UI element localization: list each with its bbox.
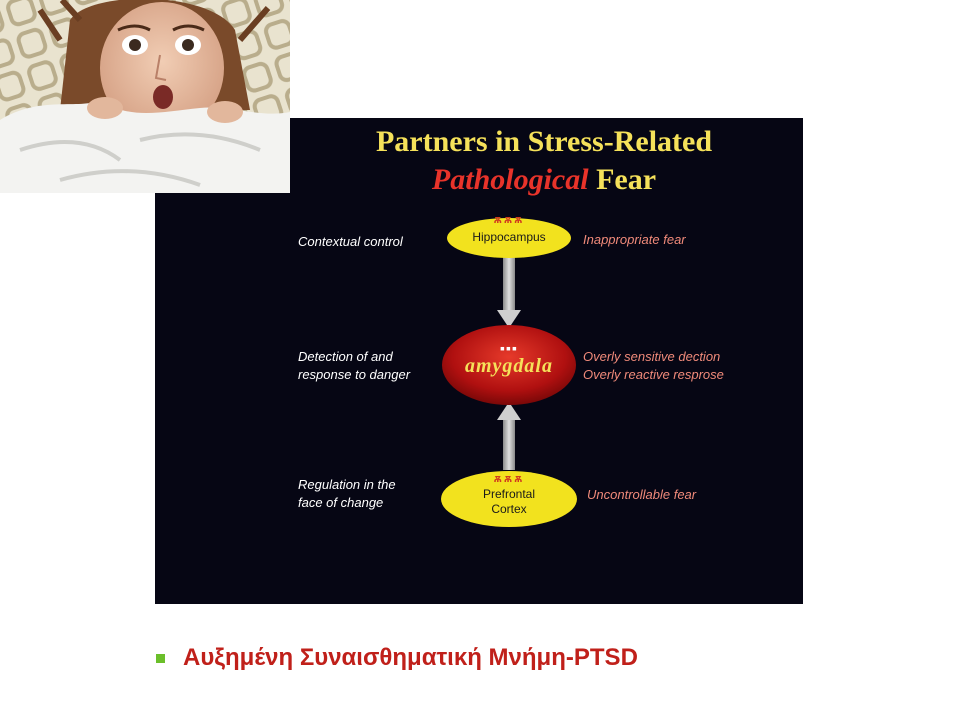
diagram-title-line2: Pathological Fear — [155, 163, 803, 197]
diagram-title-line1: Partners in Stress-Related — [375, 125, 713, 158]
prefrontal-cortex-label: Prefrontal Cortex — [482, 487, 536, 516]
diagram-shapes — [441, 218, 577, 527]
label-overly-sensitive: Overly sensitive dection Overly reactive… — [583, 349, 724, 382]
hippocampus-marks: ѫѫѫ — [493, 214, 525, 226]
arrowhead-down — [497, 310, 521, 328]
arrowhead-up — [497, 402, 521, 420]
amygdala-label: amygdala — [465, 355, 553, 377]
diagram-title-accent: Pathological — [431, 163, 589, 196]
label-contextual-control: Contextual control — [298, 234, 403, 249]
label-inappropriate-fear: Inappropriate fear — [583, 232, 686, 247]
hippocampus-label: Hippocampus — [472, 230, 546, 244]
label-uncontrollable-fear: Uncontrollable fear — [587, 487, 697, 502]
slide-caption: Αυξημένη Συναισθηματική Μνήμη-PTSD — [156, 640, 638, 676]
amygdala-marks: ▪▪▪ — [500, 340, 518, 356]
caption-text: Αυξημένη Συναισθηματική Μνήμη-PTSD — [183, 644, 638, 671]
prefrontal-marks: ѫѫѫ — [493, 473, 525, 485]
arrow-prefrontal-to-amygdala — [503, 418, 515, 470]
label-detection-response: Detection of and response to danger — [298, 349, 411, 382]
amygdala-node — [442, 325, 576, 405]
bullet-square-icon — [156, 653, 165, 663]
arrow-hippocampus-to-amygdala — [503, 256, 515, 312]
prefrontal-cortex-node — [441, 471, 577, 527]
fear-circuit-diagram: Partners in Stress-Related Pathological … — [155, 118, 803, 604]
hippocampus-node — [447, 218, 571, 258]
label-regulation: Regulation in the face of change — [298, 477, 396, 510]
diagram-title-rest: Fear — [588, 163, 657, 196]
frightened-woman-photo — [0, 0, 290, 193]
